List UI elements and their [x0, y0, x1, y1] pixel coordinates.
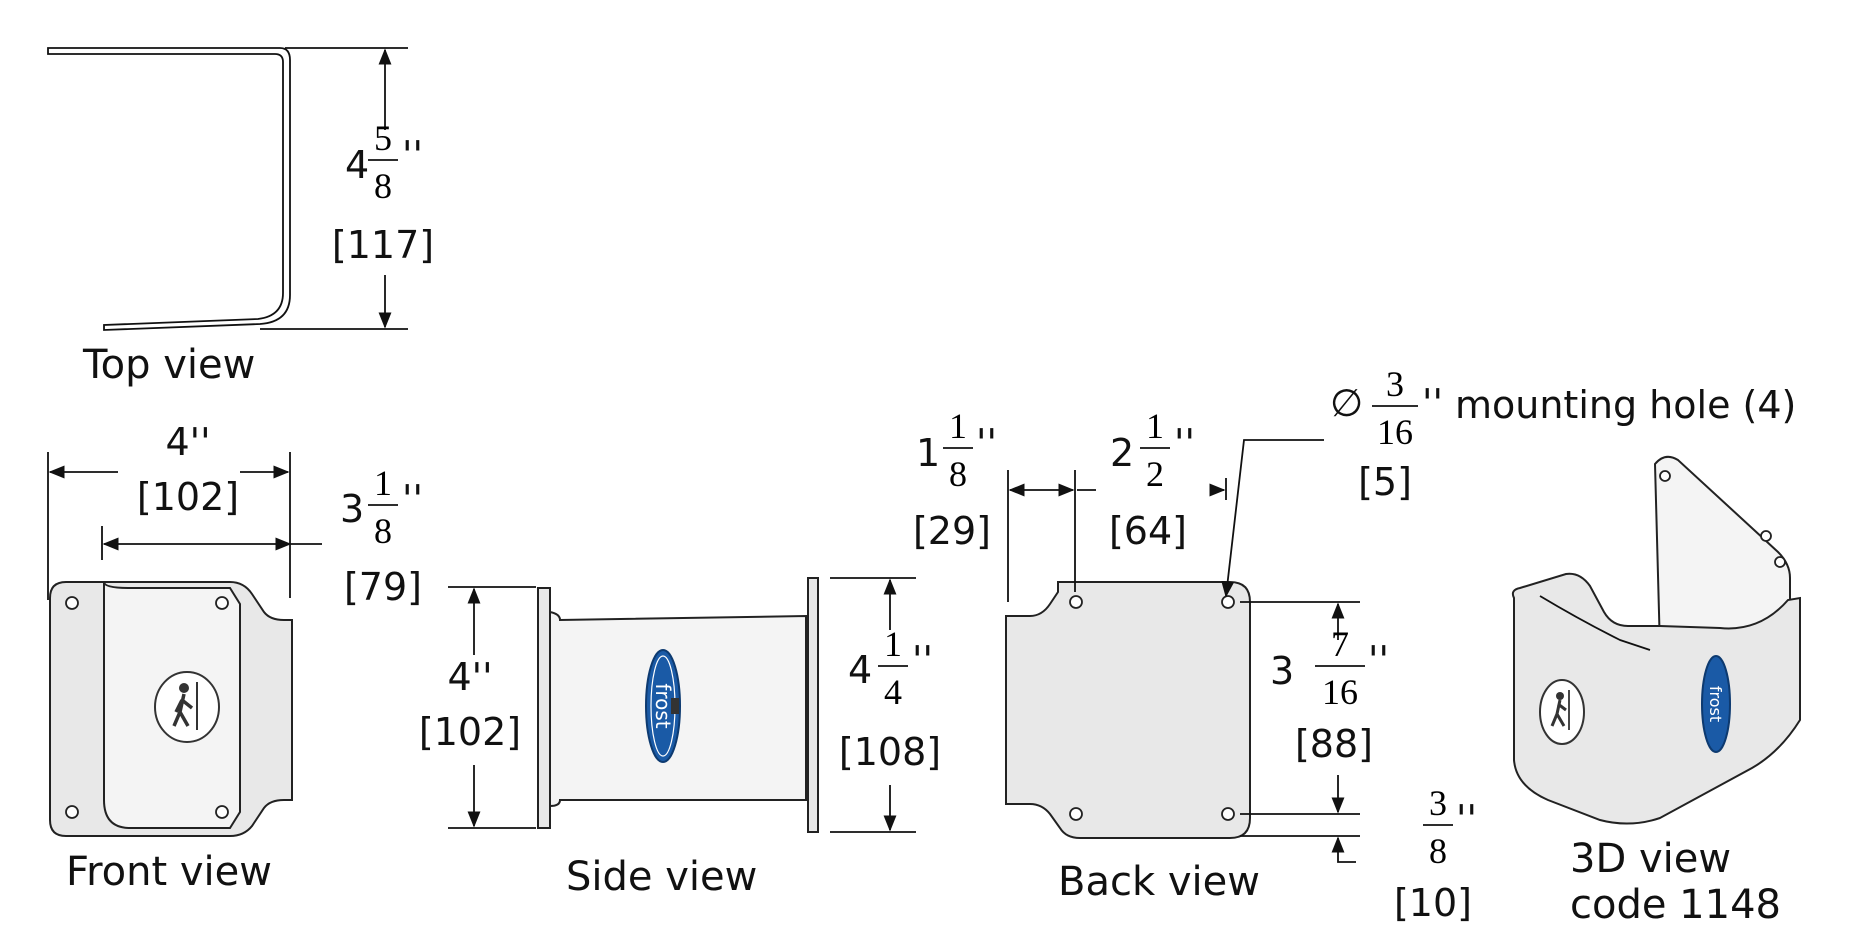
side-flange-left — [537, 587, 551, 829]
dim-metric: [102] — [419, 710, 521, 754]
front-inner-width-dimension: 3 1 8 '' [79] — [340, 463, 423, 609]
mount-hole-icon — [215, 805, 229, 819]
mount-hole-icon — [215, 596, 229, 610]
dim-numerator: 3 — [1386, 364, 1404, 404]
dim-denominator: 8 — [949, 454, 967, 494]
dim-metric: [29] — [913, 509, 991, 553]
dim-metric: [117] — [332, 223, 434, 267]
dim-unit: '' — [1456, 797, 1477, 841]
front-view: 4'' [102] 3 1 8 '' [79] Front view — [47, 420, 423, 895]
front-view-label: Front view — [66, 849, 272, 895]
front-width-dimension: 4'' [102] — [137, 420, 239, 519]
dim-metric: [88] — [1295, 722, 1373, 766]
dim-numerator: 3 — [1429, 783, 1447, 823]
top-view: 4 5 8 '' [117] Top view — [47, 47, 434, 388]
dim-denominator: 8 — [1429, 831, 1447, 871]
side-height-dimension: 4'' [102] — [419, 655, 521, 754]
dim-whole: 3 — [1270, 649, 1294, 693]
back-view: 1 1 8 '' [29] 2 1 2 '' [64] ∅ 3 16 '' mo… — [913, 364, 1796, 925]
mount-hole-icon — [1069, 595, 1083, 609]
back-view-label: Back view — [1058, 859, 1260, 905]
side-flange-right — [807, 577, 819, 833]
dim-unit: '' — [1174, 421, 1195, 465]
hiker-sign-icon — [154, 671, 220, 743]
mount-hole-icon — [1069, 807, 1083, 821]
mounting-hole-note: mounting hole (4) — [1455, 383, 1796, 427]
mount-hole-icon — [1221, 807, 1235, 821]
dim-unit: '' — [912, 638, 933, 682]
dim-denominator: 8 — [374, 511, 392, 551]
dim-unit: '' — [1368, 638, 1389, 682]
diameter-symbol: ∅ — [1330, 381, 1363, 425]
dim-numerator: 7 — [1331, 624, 1349, 664]
top-depth-dimension: 4 5 8 '' [117] — [332, 118, 434, 267]
logo-text: frost — [1706, 686, 1725, 722]
dim-whole: 2 — [1110, 431, 1134, 475]
three-d-view-label: 3D view — [1570, 836, 1731, 882]
dim-unit: '' — [402, 477, 423, 521]
dim-unit: '' — [1422, 381, 1443, 425]
dim-numerator: 1 — [1146, 406, 1164, 446]
dim-metric: [79] — [344, 565, 422, 609]
dim-denominator: 16 — [1377, 412, 1413, 452]
dim-whole: 1 — [916, 431, 940, 475]
dim-numerator: 5 — [374, 118, 392, 158]
mounting-hole-callout: ∅ 3 16 '' mounting hole (4) [5] — [1330, 364, 1796, 504]
mount-hole-icon — [1760, 530, 1772, 542]
mount-hole-icon — [65, 596, 79, 610]
back-bottom-offset-dimension: 3 8 '' [10] — [1394, 783, 1477, 925]
back-plate — [1005, 581, 1251, 839]
back-bottom-offset-arrow — [1331, 836, 1356, 863]
three-d-fold-line — [1539, 595, 1651, 651]
dim-numerator: 1 — [949, 406, 967, 446]
back-hole-spacing-horizontal-dimension: 2 1 2 '' [64] — [1109, 406, 1195, 553]
dim-whole: 4 — [345, 143, 369, 187]
dim-whole: 3 — [340, 487, 364, 531]
dim-metric: [102] — [137, 475, 239, 519]
mount-hole-icon — [1221, 595, 1235, 609]
dim-unit: '' — [402, 133, 423, 177]
back-hole-spacing-vertical-dimension: 3 7 16 '' [88] — [1270, 624, 1389, 766]
dim-whole: 4 — [848, 648, 872, 692]
top-view-label: Top view — [82, 342, 255, 388]
dim-numerator: 1 — [884, 624, 902, 664]
mounting-hole-leader — [1221, 439, 1324, 598]
mount-hole-icon — [1774, 556, 1786, 568]
dim-metric: [5] — [1358, 460, 1412, 504]
back-edge-offset-dimension: 1 1 8 '' [29] — [913, 406, 997, 553]
frost-logo-icon: frost — [645, 649, 681, 763]
three-d-body — [1511, 572, 1801, 825]
dim-value: 4'' — [165, 420, 210, 464]
dim-value: 4'' — [447, 655, 492, 699]
side-flange-height-dimension: 4 1 4 '' [108] — [839, 624, 941, 774]
dim-denominator: 2 — [1146, 454, 1164, 494]
dim-metric: [108] — [839, 730, 941, 774]
top-view-outline — [47, 47, 291, 331]
mount-hole-icon — [65, 805, 79, 819]
side-view: frost 4'' [102] 4 1 4 '' [108] Side view — [419, 577, 941, 900]
frost-logo-icon: frost — [1701, 655, 1731, 753]
dim-numerator: 1 — [374, 463, 392, 503]
dim-denominator: 4 — [884, 672, 902, 712]
side-view-label: Side view — [566, 854, 757, 900]
dim-metric: [10] — [1394, 881, 1472, 925]
hiker-sign-icon — [1539, 679, 1585, 745]
product-code-label: code 1148 — [1570, 882, 1781, 928]
three-d-view: frost 3D view code 1148 — [1511, 455, 1801, 928]
dim-denominator: 16 — [1322, 672, 1358, 712]
mount-hole-icon — [1659, 470, 1671, 482]
dim-metric: [64] — [1109, 509, 1187, 553]
dim-denominator: 8 — [374, 166, 392, 206]
dim-unit: '' — [976, 421, 997, 465]
